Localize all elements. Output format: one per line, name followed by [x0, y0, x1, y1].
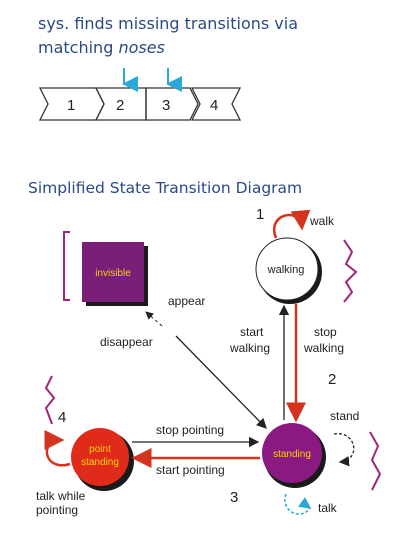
- frame-label-4: 4: [210, 97, 218, 114]
- label-disappear: disappear: [100, 335, 153, 349]
- state-standing-label: standing: [273, 449, 311, 460]
- state-number-2: 2: [328, 371, 336, 388]
- loop-talk-while-pointing: [44, 430, 71, 467]
- label-appear: appear: [168, 294, 205, 308]
- frame-3: [145, 87, 199, 121]
- label-stop-walking-2: walking: [303, 341, 344, 355]
- state-number-4: 4: [58, 409, 66, 426]
- loop-walk: [272, 209, 311, 239]
- label-talk-while-1: talk while: [36, 489, 86, 503]
- bracket-standing: [369, 431, 382, 491]
- state-number-1: 1: [256, 206, 264, 223]
- label-walk: walk: [309, 214, 335, 228]
- frame-label-2: 2: [116, 97, 124, 114]
- loop-stand: [333, 433, 355, 467]
- frame-4: [190, 87, 242, 121]
- state-number-3: 3: [230, 489, 238, 506]
- label-stop-pointing: stop pointing: [156, 423, 224, 437]
- state-point-label-2: standing: [81, 457, 119, 468]
- top-heading-line2-text: matching: [38, 38, 119, 57]
- label-stand: stand: [330, 409, 359, 423]
- top-heading-noses: noses: [118, 38, 165, 57]
- bracket-walking: [343, 239, 358, 303]
- state-walking-label: walking: [267, 264, 305, 276]
- top-heading-line2: matching noses: [38, 38, 165, 57]
- top-heading-line1: sys. finds missing transitions via: [38, 14, 299, 33]
- state-invisible: [82, 242, 144, 302]
- label-talk-while-2: pointing: [36, 503, 78, 517]
- bracket-point: [44, 375, 56, 425]
- arrow-appear: [145, 311, 163, 327]
- state-point-standing: [71, 428, 129, 486]
- label-start-walking-2: walking: [229, 341, 270, 355]
- state-walking: [255, 237, 319, 301]
- diagram-title: Simplified State Transition Diagram: [28, 179, 303, 197]
- label-start-walking-1: start: [240, 325, 264, 339]
- state-standing: [262, 423, 322, 483]
- bracket-invisible: [63, 231, 70, 301]
- label-start-pointing: start pointing: [156, 463, 225, 477]
- loop-talk: [284, 493, 312, 515]
- state-invisible-label: invisible: [95, 268, 131, 279]
- label-talk: talk: [318, 501, 338, 515]
- frame-label-1: 1: [67, 97, 75, 114]
- arrow-disappear: [175, 335, 267, 429]
- frame-label-3: 3: [162, 97, 170, 114]
- label-stop-walking-1: stop: [314, 325, 337, 339]
- state-point-label-1: point: [89, 444, 111, 455]
